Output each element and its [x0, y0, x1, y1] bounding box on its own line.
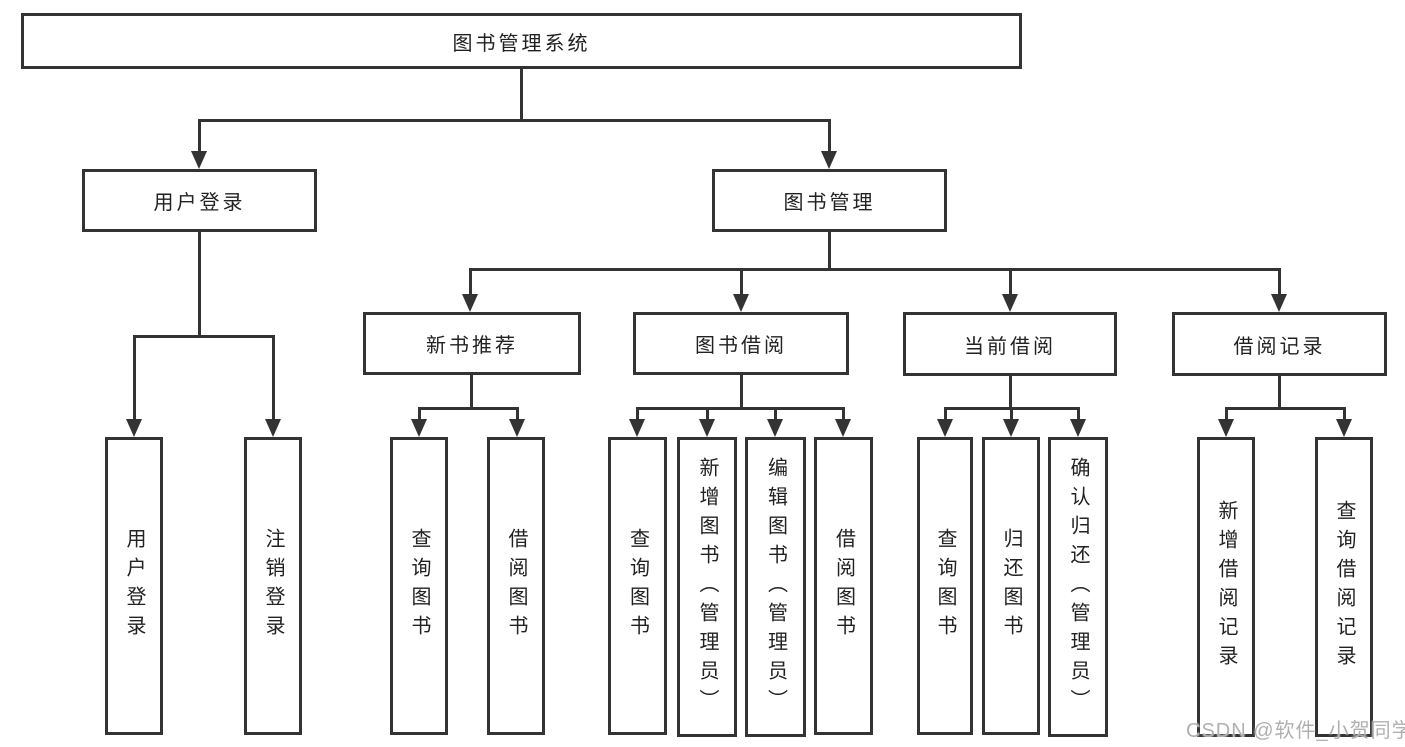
leaf-confirm-return-admin: 确认归还（管理员）	[1048, 437, 1108, 737]
arrow-down-icon	[733, 294, 749, 312]
connector-currentborrow-down	[1009, 376, 1012, 407]
leaf-confirm-return-admin-label: 确认归还（管理员）	[1067, 456, 1089, 718]
connector-stub-book-mgmt	[828, 119, 831, 152]
arrow-down-icon	[821, 151, 837, 169]
connector-stub-leaf	[774, 407, 777, 421]
arrow-down-icon	[937, 419, 953, 437]
connector-level3-horizontal	[469, 268, 1281, 271]
connector-borrowrecords-horizontal	[1225, 407, 1345, 410]
node-book-management-label: 图书管理	[783, 192, 876, 214]
connector-stub-leaf	[706, 407, 709, 421]
leaf-edit-book-admin: 编辑图书（管理员）	[745, 437, 806, 737]
leaf-edit-book-admin-label: 编辑图书（管理员）	[764, 456, 787, 718]
connector-stub-leaf	[133, 335, 136, 419]
connector-stub-level3	[1009, 268, 1012, 295]
leaf-query-book-recommend-label: 查询图书	[408, 528, 430, 644]
node-borrow-records: 借阅记录	[1172, 312, 1387, 376]
leaf-logout: 注销登录	[244, 437, 302, 735]
arrow-down-icon	[1218, 419, 1234, 437]
node-current-borrow-label: 当前借阅	[964, 335, 1056, 358]
connector-stub-level3	[1278, 268, 1281, 295]
node-book-management: 图书管理	[712, 169, 947, 232]
connector-stub-user-login	[198, 119, 201, 152]
connector-stub-level3	[469, 268, 472, 295]
connector-stub-leaf	[1225, 407, 1228, 421]
arrow-down-icon	[1271, 294, 1287, 312]
leaf-borrow-book-label: 借阅图书	[832, 528, 855, 644]
leaf-query-book-current: 查询图书	[917, 437, 973, 735]
connector-bookborrow-down	[740, 375, 743, 407]
node-new-book-recommend: 新书推荐	[363, 312, 581, 375]
node-borrow-records-label: 借阅记录	[1233, 335, 1326, 358]
connector-newbook-down	[470, 375, 473, 407]
arrow-down-icon	[462, 294, 478, 312]
arrow-down-icon	[126, 419, 142, 437]
node-current-borrow: 当前借阅	[903, 312, 1117, 376]
connector-user-login-down	[198, 232, 201, 335]
connector-user-login-horizontal	[133, 335, 275, 338]
connector-stub-leaf	[636, 407, 639, 421]
leaf-query-book-recommend: 查询图书	[390, 437, 448, 735]
leaf-query-book-current-label: 查询图书	[934, 528, 956, 644]
arrow-down-icon	[1336, 419, 1352, 437]
node-library-system: 图书管理系统	[21, 13, 1022, 69]
connector-stub-leaf	[1343, 407, 1346, 421]
leaf-add-borrow-record-label: 新增借阅记录	[1215, 500, 1237, 674]
leaf-query-book-borrow: 查询图书	[608, 437, 667, 735]
connector-bookborrow-horizontal	[636, 407, 844, 410]
connector-borrowrecords-down	[1278, 376, 1281, 407]
arrow-down-icon	[767, 419, 783, 437]
leaf-user-login-label: 用户登录	[123, 528, 145, 644]
leaf-add-book-admin: 新增图书（管理员）	[677, 437, 737, 737]
node-book-borrow: 图书借阅	[633, 312, 849, 375]
arrow-down-icon	[835, 419, 851, 437]
node-book-borrow-label: 图书借阅	[695, 335, 787, 357]
connector-stub-leaf	[418, 407, 421, 421]
node-new-book-recommend-label: 新书推荐	[426, 335, 518, 357]
leaf-borrow-book: 借阅图书	[814, 437, 873, 735]
node-user-login: 用户登录	[82, 169, 317, 232]
leaf-query-borrow-record: 查询借阅记录	[1315, 437, 1373, 737]
leaf-query-borrow-record-label: 查询借阅记录	[1333, 500, 1355, 674]
csdn-watermark: CSDN @软件_小贺同学	[1186, 720, 1405, 742]
leaf-logout-label: 注销登录	[262, 528, 284, 644]
connector-stub-leaf	[516, 407, 519, 421]
connector-level2-horizontal	[198, 119, 831, 122]
leaf-return-book-label: 归还图书	[1000, 528, 1022, 644]
arrow-down-icon	[1003, 419, 1019, 437]
node-user-login-label: 用户登录	[153, 192, 246, 214]
connector-stub-leaf	[1077, 407, 1080, 421]
connector-root-down	[520, 69, 523, 119]
leaf-query-book-borrow-label: 查询图书	[626, 528, 649, 644]
connector-stub-leaf	[944, 407, 947, 421]
leaf-add-book-admin-label: 新增图书（管理员）	[696, 456, 718, 718]
arrow-down-icon	[1002, 294, 1018, 312]
connector-newbook-horizontal	[418, 407, 518, 410]
connector-book-mgmt-down	[828, 232, 831, 268]
leaf-add-borrow-record: 新增借阅记录	[1197, 437, 1255, 737]
leaf-borrow-book-recommend-label: 借阅图书	[505, 528, 527, 644]
connector-stub-level3	[740, 268, 743, 295]
connector-stub-leaf	[1010, 407, 1013, 421]
node-library-system-label: 图书管理系统	[452, 32, 591, 55]
arrow-down-icon	[699, 419, 715, 437]
connector-stub-leaf	[272, 335, 275, 419]
arrow-down-icon	[629, 419, 645, 437]
leaf-return-book: 归还图书	[982, 437, 1040, 735]
arrow-down-icon	[411, 419, 427, 437]
arrow-down-icon	[265, 419, 281, 437]
leaf-borrow-book-recommend: 借阅图书	[487, 437, 545, 735]
connector-stub-leaf	[842, 407, 845, 421]
arrow-down-icon	[509, 419, 525, 437]
leaf-user-login: 用户登录	[105, 437, 163, 735]
arrow-down-icon	[191, 151, 207, 169]
arrow-down-icon	[1070, 419, 1086, 437]
